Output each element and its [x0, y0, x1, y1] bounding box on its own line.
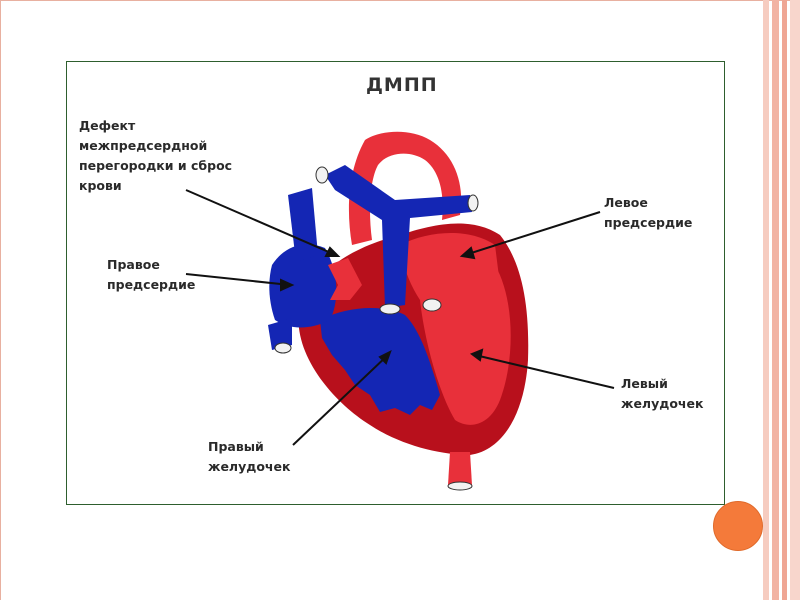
- pointer-defect: [186, 190, 338, 256]
- valve-ring: [423, 299, 441, 311]
- vessel-end: [316, 167, 328, 183]
- valve-ring: [380, 304, 400, 314]
- label-right-ventricle: Правый желудочек: [208, 437, 290, 477]
- label-left-atrium: Левое предсердие: [604, 193, 692, 233]
- label-left-ventricle: Левый желудочек: [621, 374, 703, 414]
- decor-circle: [713, 501, 763, 551]
- descending-aorta: [448, 452, 472, 485]
- vessel-end: [448, 482, 472, 490]
- label-septal-defect: Дефект межпредсердной перегородки и сбро…: [79, 116, 232, 196]
- vessel-end: [275, 343, 291, 353]
- diagram-title: ДМПП: [366, 74, 438, 96]
- vessel-end: [468, 195, 478, 211]
- label-right-atrium: Правое предсердие: [107, 255, 195, 295]
- pointer-defect-head: [326, 248, 338, 256]
